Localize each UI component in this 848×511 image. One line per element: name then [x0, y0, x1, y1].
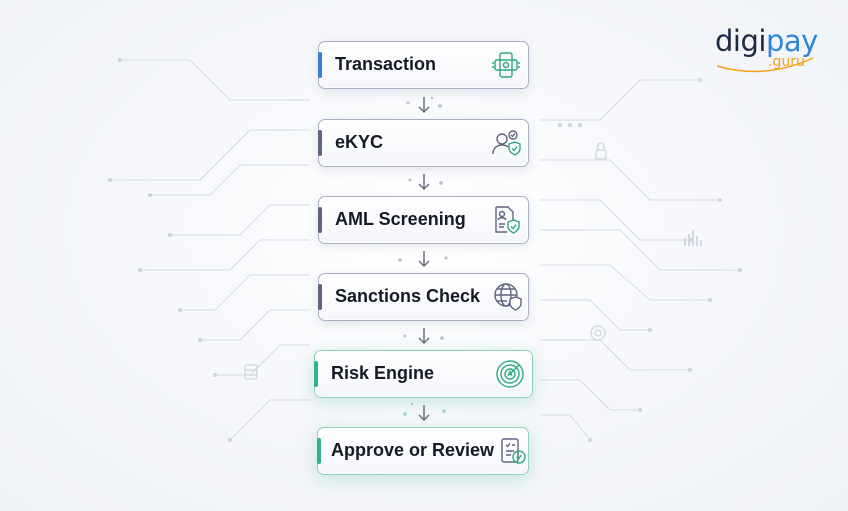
step-risk-engine: Risk Engine	[314, 350, 533, 398]
step-transaction: Transaction	[318, 41, 529, 89]
step-accent-bar	[314, 361, 318, 387]
step-ekyc: eKYC	[318, 119, 529, 167]
step-label: Transaction	[335, 54, 437, 74]
step-sanctions-check: Sanctions Check	[318, 273, 529, 321]
step-label: Sanctions Check	[335, 286, 481, 306]
step-label: Risk Engine	[331, 363, 435, 383]
document-shield-icon	[495, 206, 520, 234]
mobile-payment-icon	[492, 52, 520, 78]
arrow-down-icon	[418, 405, 430, 422]
user-verified-icon	[492, 130, 521, 156]
logo-swoosh-icon	[716, 57, 814, 73]
checklist-approved-icon	[501, 438, 526, 464]
arrow-down-icon	[418, 174, 430, 191]
ai-radar-icon	[496, 360, 524, 388]
digipay-guru-logo: digipay .guru	[715, 26, 825, 76]
step-aml-screening: AML Screening	[318, 196, 529, 244]
logo-text-pay: pay	[765, 24, 818, 58]
step-accent-bar	[318, 284, 322, 310]
step-accent-bar	[318, 52, 322, 78]
step-accent-bar	[318, 207, 322, 233]
step-accent-bar	[318, 130, 322, 156]
step-label: eKYC	[335, 132, 384, 152]
arrow-down-icon	[418, 251, 430, 268]
arrow-down-icon	[418, 97, 430, 114]
arrow-down-icon	[418, 328, 430, 345]
logo-text-digi: digi	[715, 24, 766, 58]
step-approve-or-review: Approve or Review	[317, 427, 529, 475]
step-label: AML Screening	[335, 209, 466, 229]
logo-text-guru: .guru	[768, 54, 805, 70]
step-accent-bar	[317, 438, 321, 464]
step-label: Approve or Review	[331, 440, 495, 460]
globe-shield-icon	[494, 283, 522, 311]
